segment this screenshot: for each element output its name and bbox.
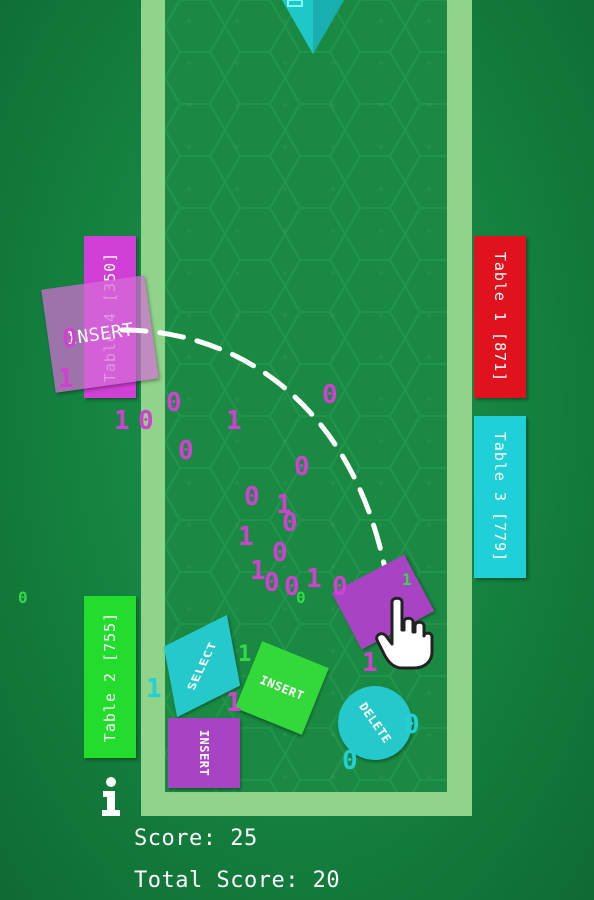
binary-digit: 0 [332,572,348,602]
binary-digit: 0 [294,452,310,482]
binary-digit: 0 [272,538,288,568]
total-score-text: Total Score: 20 [134,868,341,893]
binary-digit: 1 [146,674,162,704]
hand-pointer-icon [375,596,434,670]
binary-digit: 0 [282,508,298,538]
insert-green-label: INSERT [257,672,307,704]
binary-digit: 0 [178,436,194,466]
binary-digit: 1 [276,490,292,520]
binary-digit: 0 [284,572,300,602]
binary-digit: 0 [244,482,260,512]
diamond-spawner-icon [282,0,344,54]
binary-digit: 1 [226,406,242,436]
table-2-label: Table 2 [755] [101,611,119,743]
binary-digit: 0 [62,324,78,354]
table-1-label: Table 1 [871] [491,251,509,383]
table-1-tag[interactable]: Table 1 [871] [474,236,526,398]
binary-digit: 0 [404,710,420,740]
binary-digit: 1 [114,406,130,436]
insert-purple-label: INSERT [196,729,211,777]
binary-digit: 1 [402,570,412,589]
score-text: Score: 25 [134,826,258,851]
info-icon[interactable] [99,776,123,818]
table-2-tag[interactable]: Table 2 [755] [84,596,136,758]
table-3-label: Table 3 [779] [491,431,509,563]
binary-digit: 1 [238,642,252,667]
binary-digit: 0 [166,388,182,418]
delete-block[interactable]: DELETE [338,686,412,760]
select-label: SELECT [184,640,220,692]
binary-digit: 0 [138,406,154,436]
binary-digit: 1 [250,556,266,586]
right-wall [447,0,472,816]
binary-digit: 1 [58,364,74,394]
binary-digit: 1 [238,522,254,552]
insert-purple-block[interactable]: INSERT [168,718,240,788]
delete-label: DELETE [355,699,395,747]
binary-digit: 1 [226,688,242,718]
binary-digit: 1 [306,564,322,594]
binary-digit: 0 [322,380,338,410]
binary-digit: 0 [264,568,280,598]
binary-digit: 1 [362,648,378,678]
binary-digit: 0 [296,588,306,607]
binary-digit: 0 [18,588,28,607]
binary-digit: 0 [342,746,358,776]
table-3-tag[interactable]: Table 3 [779] [474,416,526,578]
floor-wall [141,792,472,816]
